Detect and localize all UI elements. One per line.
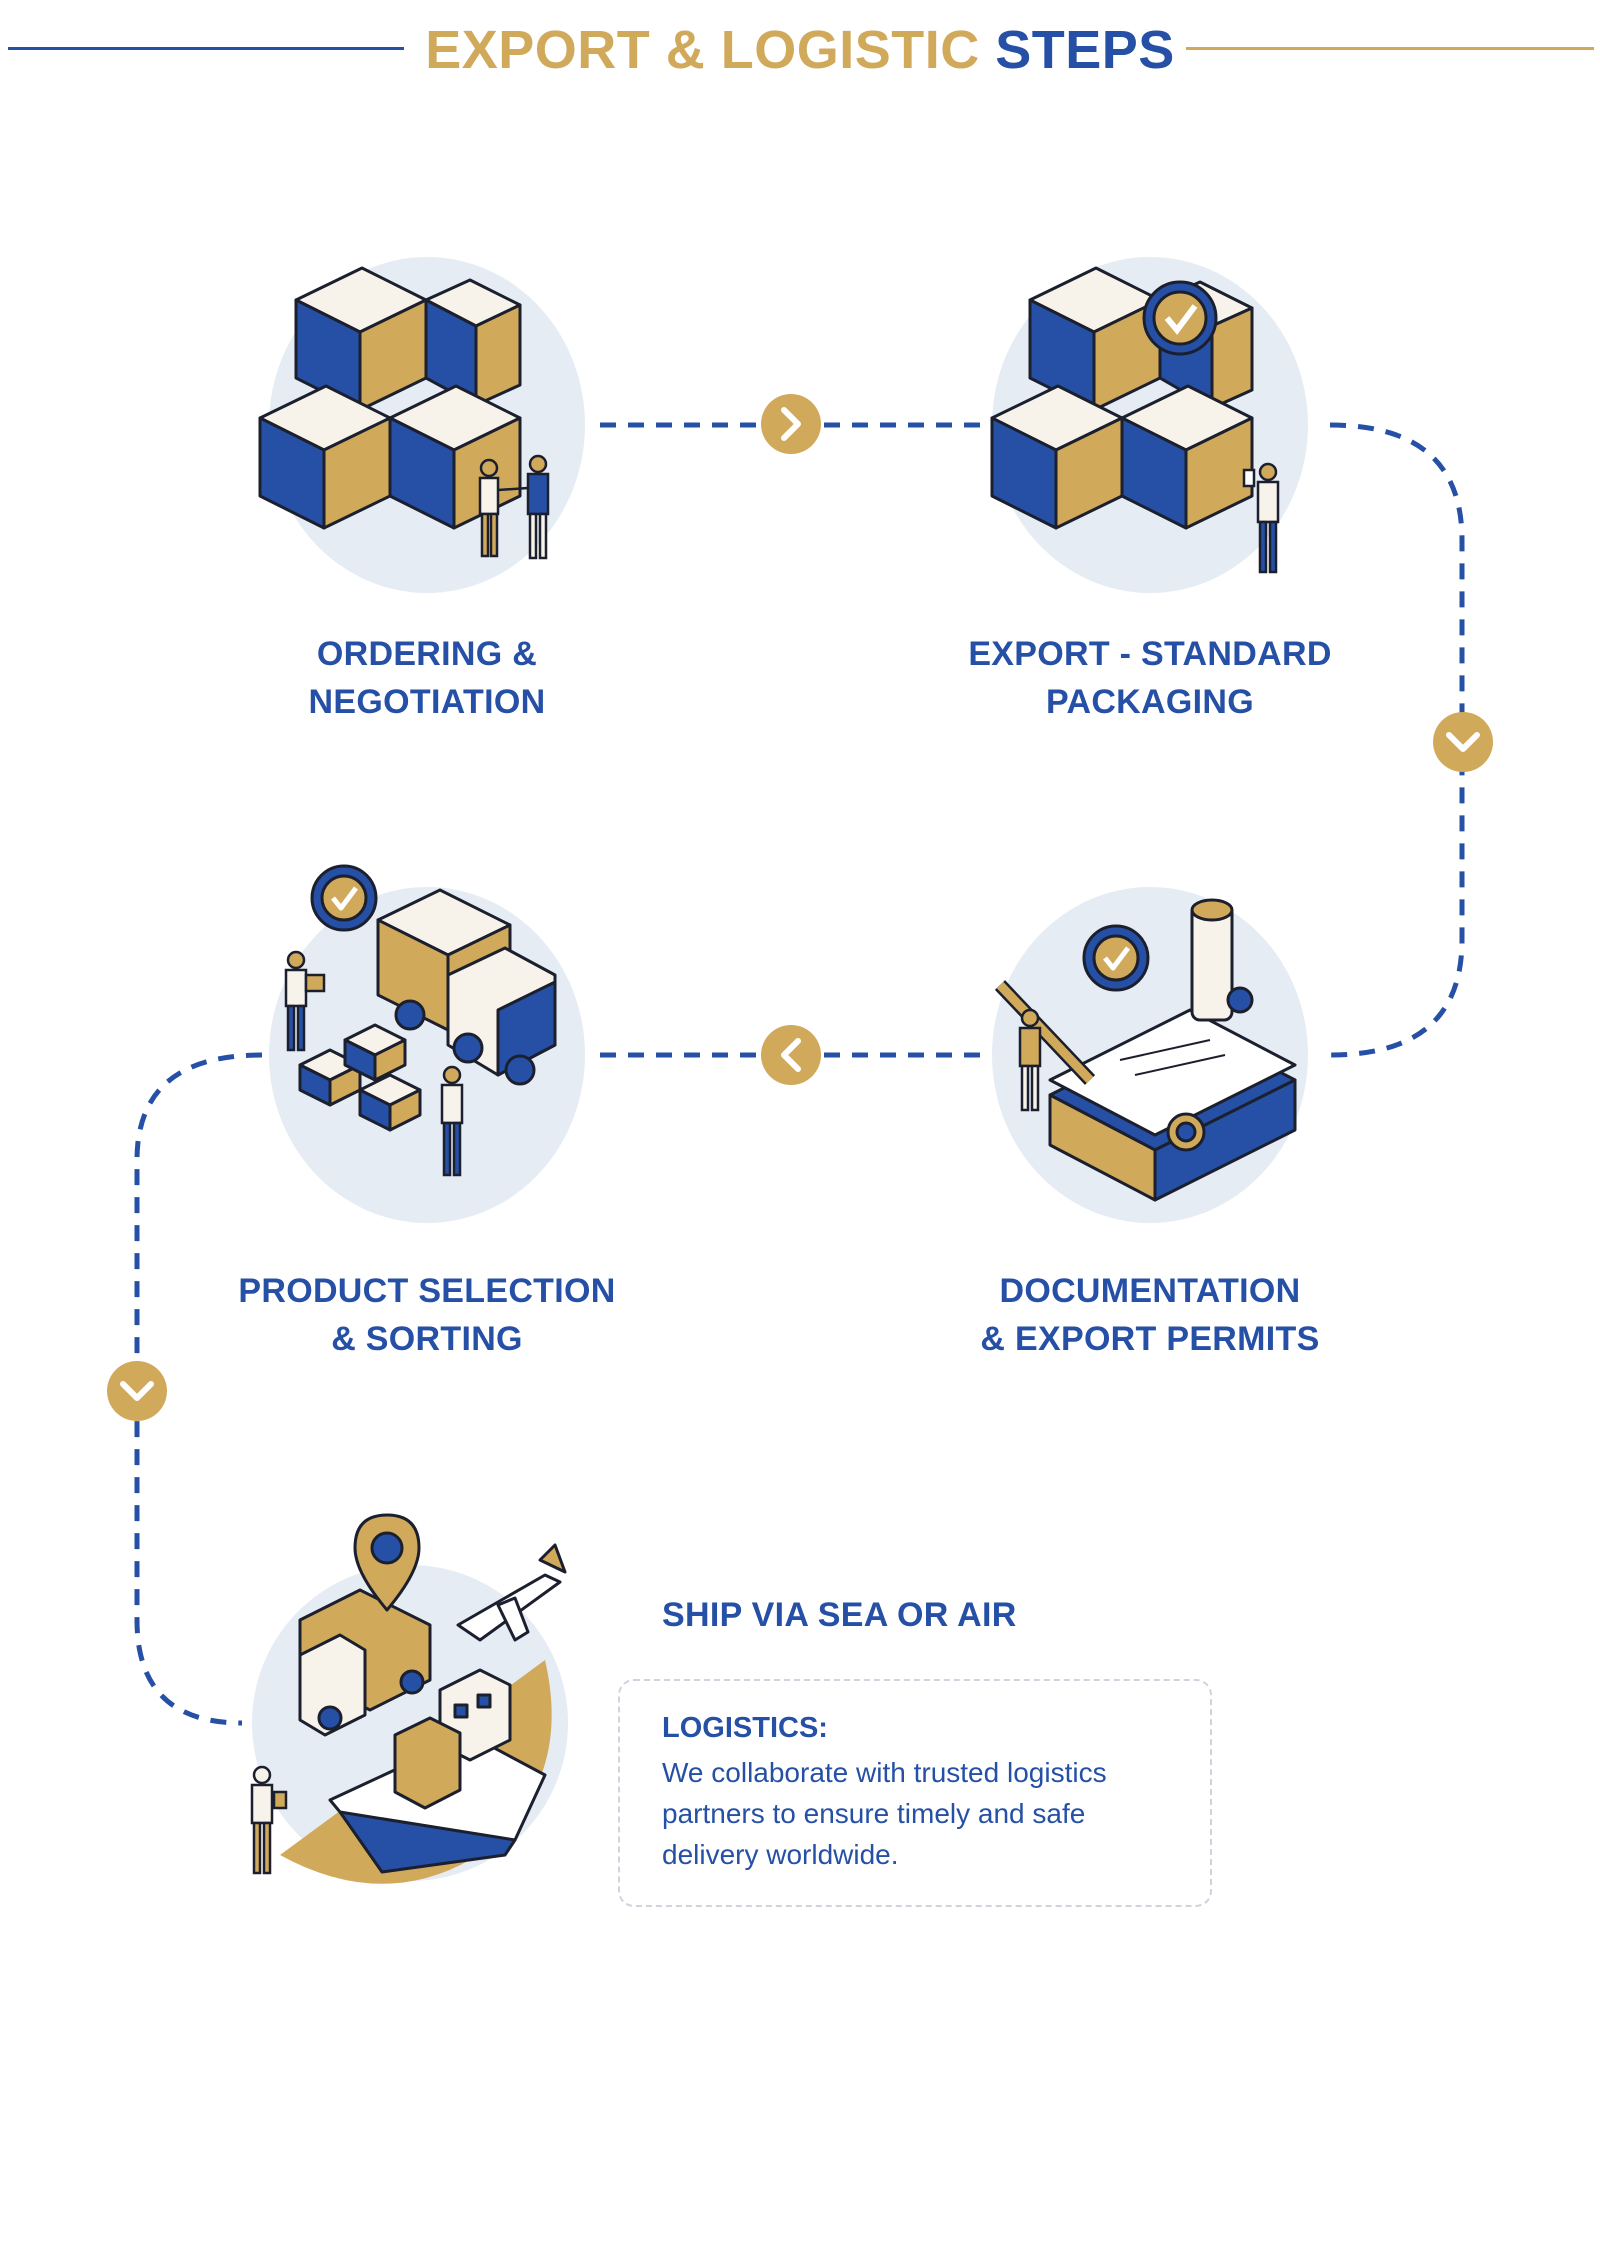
title-part2: STEPS [995,20,1175,80]
boxes-check-icon [990,257,1308,593]
arrow-down-icon [107,1361,167,1421]
title-rule-left [8,47,404,50]
arrow-left-icon [761,1025,821,1085]
truck-sorting-icon [269,864,585,1223]
step-label-ship: SHIP VIA SEA OR AIR [662,1596,1017,1634]
logistics-title: LOGISTICS: [662,1712,828,1744]
title-rule-right [1186,47,1594,50]
title-part1: EXPORT & LOGISTIC [425,20,980,80]
ship-plane-truck-icon [250,1513,568,1884]
logistics-text: We collaborate with trusted logistics pa… [662,1757,1107,1870]
step-label-documentation: DOCUMENTATION & EXPORT PERMITS [980,1272,1320,1358]
step-label-product-selection: PRODUCT SELECTION & SORTING [238,1272,616,1358]
step-label-packaging: EXPORT - STANDARD PACKAGING [968,635,1332,721]
boxes-handshake-icon [258,257,585,593]
connector-4-5 [134,1052,263,1726]
page-title: EXPORT & LOGISTIC STEPS [0,12,1600,88]
logistics-note-box [618,1679,1212,1907]
step-label-ordering: ORDERING & NEGOTIATION [308,635,546,721]
documents-permit-icon [992,887,1308,1223]
arrow-down-icon [1433,712,1493,772]
arrow-right-icon [761,394,821,454]
